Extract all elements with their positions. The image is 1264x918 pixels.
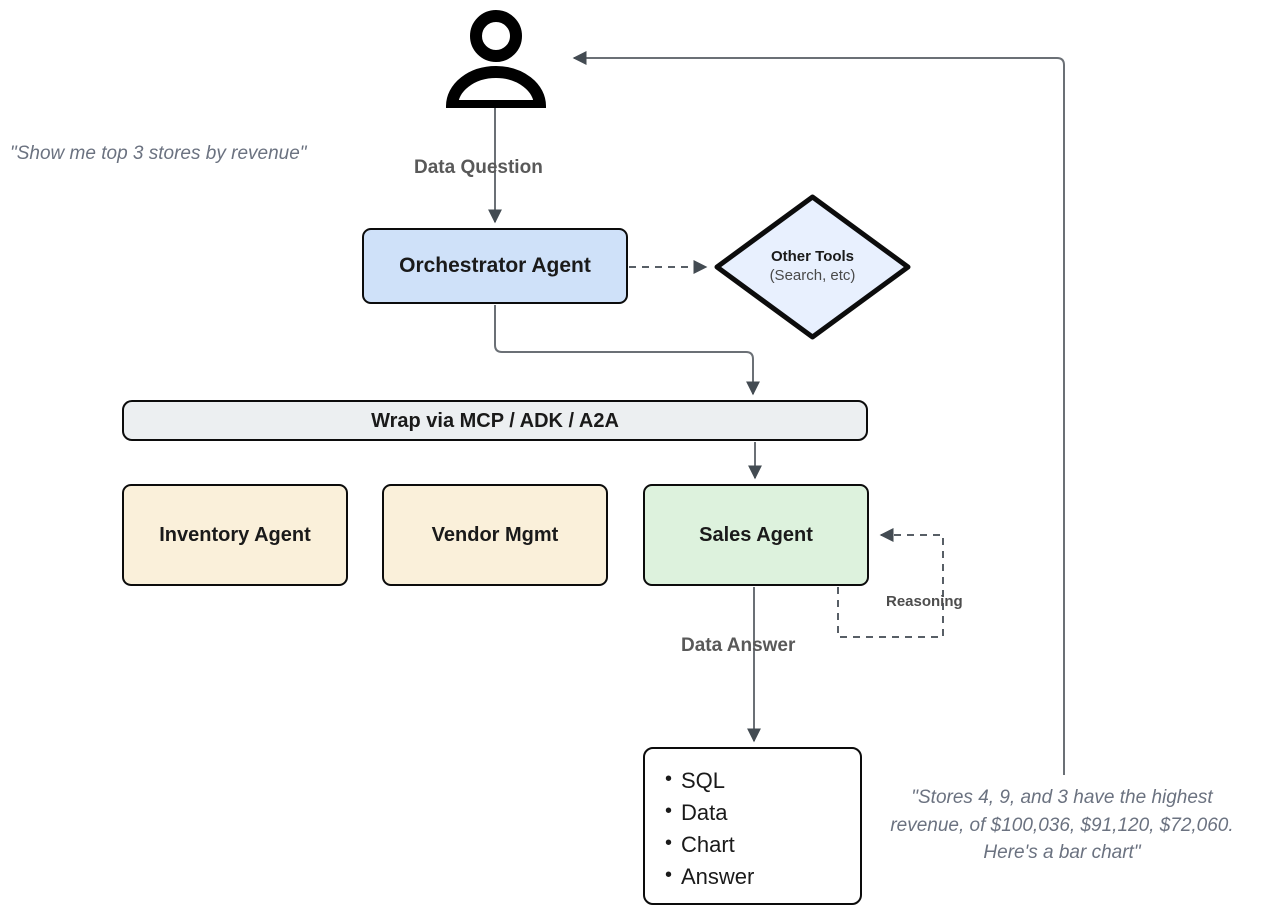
- list-item: Chart: [665, 829, 860, 861]
- node-vendor-mgmt-label: Vendor Mgmt: [431, 524, 559, 546]
- list-item: Answer: [665, 861, 860, 893]
- answer-quote-line-3: Here's a bar chart": [983, 842, 1141, 864]
- person-icon: [445, 8, 547, 112]
- list-item: SQL: [665, 765, 860, 797]
- edge-label-data-answer: Data Answer: [681, 635, 796, 656]
- node-orchestrator-agent-label: Orchestrator Agent: [399, 254, 591, 278]
- node-wrap-layer[interactable]: Wrap via MCP / ADK / A2A: [122, 400, 868, 441]
- node-other-tools[interactable]: Other Tools (Search, etc): [712, 192, 913, 342]
- user-question-quote-text: "Show me top 3 stores by revenue": [10, 143, 307, 164]
- answer-quote-line-2: revenue, of $100,036, $91,120, $72,060.: [890, 814, 1234, 836]
- edge-label-reasoning: Reasoning: [886, 593, 963, 610]
- node-sales-agent[interactable]: Sales Agent: [643, 484, 869, 586]
- output-deliverables-list: SQL Data Chart Answer: [663, 765, 860, 893]
- node-vendor-mgmt[interactable]: Vendor Mgmt: [382, 484, 608, 586]
- node-inventory-agent-label: Inventory Agent: [159, 524, 311, 546]
- node-orchestrator-agent[interactable]: Orchestrator Agent: [362, 228, 628, 304]
- node-inventory-agent[interactable]: Inventory Agent: [122, 484, 348, 586]
- edge-label-data-question: Data Question: [414, 157, 543, 178]
- node-output-deliverables[interactable]: SQL Data Chart Answer: [643, 747, 862, 905]
- answer-quote-line-1: "Stores 4, 9, and 3 have the highest: [911, 787, 1213, 808]
- user-question-quote: "Show me top 3 stores by revenue": [10, 140, 350, 168]
- answer-quote: "Stores 4, 9, and 3 have the highest rev…: [868, 784, 1256, 867]
- node-sales-agent-label: Sales Agent: [699, 524, 813, 546]
- node-other-tools-label: Other Tools: [770, 248, 855, 266]
- node-wrap-layer-label: Wrap via MCP / ADK / A2A: [371, 409, 619, 432]
- list-item: Data: [665, 797, 860, 829]
- node-other-tools-sublabel: (Search, etc): [769, 267, 856, 284]
